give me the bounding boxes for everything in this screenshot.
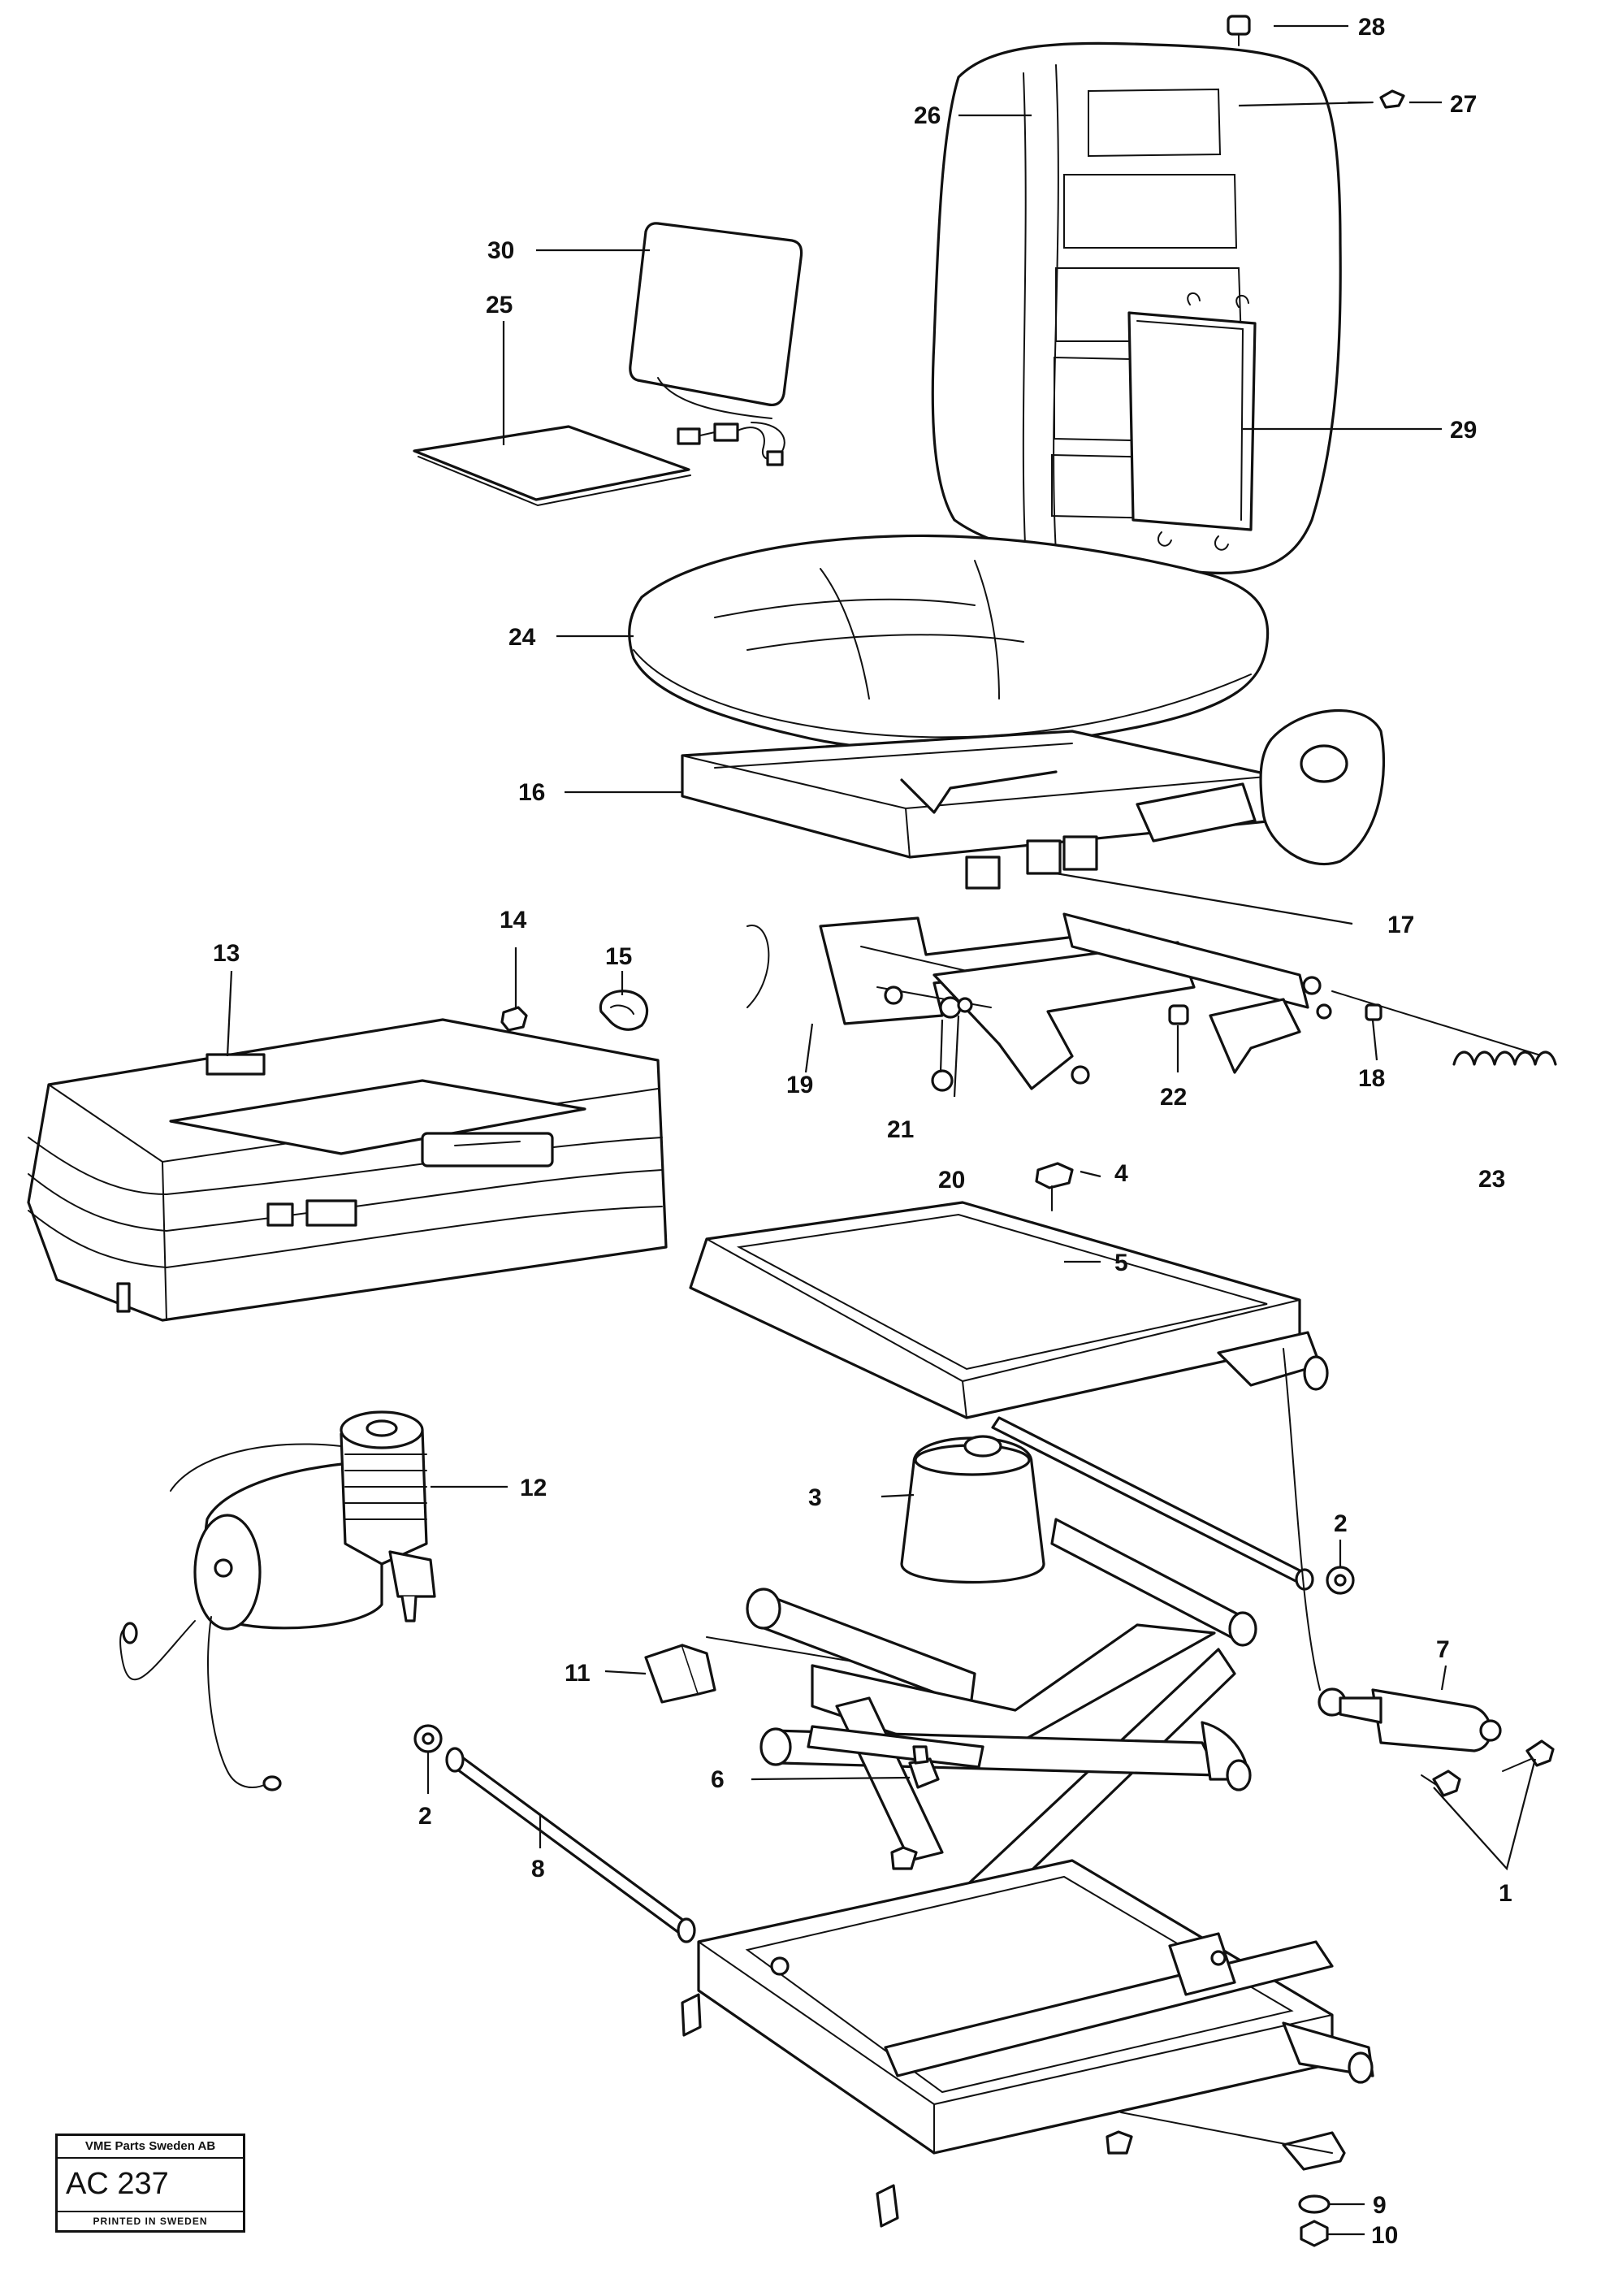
callout-30: 30 xyxy=(487,237,514,264)
adjustment-mechanism-part xyxy=(746,912,1557,1092)
callout-7: 7 xyxy=(1436,1636,1450,1663)
fitting-6-part xyxy=(908,1745,940,1789)
plate-code: AC 237 xyxy=(66,2167,169,2201)
callout-11: 11 xyxy=(565,1660,591,1687)
callout-labels: 28 26 27 30 25 29 24 16 17 13 14 15 19 2… xyxy=(213,14,1512,2249)
callout-16: 16 xyxy=(518,779,545,806)
lumbar-insert-part xyxy=(1127,292,1257,551)
callout-23: 23 xyxy=(1478,1166,1505,1193)
callout-1: 1 xyxy=(1499,1880,1512,1907)
compressor-part xyxy=(119,1410,436,1791)
bracket-11-part xyxy=(644,1636,902,1704)
callout-20: 20 xyxy=(938,1167,965,1193)
callout-25: 25 xyxy=(486,292,513,318)
callout-2-right: 2 xyxy=(1334,1510,1348,1537)
top-knob-part xyxy=(1227,15,1251,46)
heating-pad-part xyxy=(413,422,784,507)
callout-22: 22 xyxy=(1160,1084,1187,1111)
callout-6: 6 xyxy=(711,1766,725,1793)
headrest-panel-part xyxy=(629,222,803,456)
seat-frame-part xyxy=(681,708,1386,890)
callout-5: 5 xyxy=(1114,1250,1128,1276)
base-frame-part xyxy=(681,1846,1374,2228)
callout-8: 8 xyxy=(531,1856,545,1882)
shock-absorber-part xyxy=(1283,1348,1502,1752)
callout-28: 28 xyxy=(1358,14,1385,41)
screw-14-part xyxy=(500,1006,528,1032)
callout-19: 19 xyxy=(786,1072,813,1098)
bolt-4-part xyxy=(1035,1162,1074,1211)
rod-8-part xyxy=(445,1747,696,1943)
leader-lines xyxy=(226,24,1537,2236)
callout-2-left: 2 xyxy=(418,1803,432,1830)
callout-27: 27 xyxy=(1450,91,1477,118)
clip-part xyxy=(1348,89,1405,109)
callout-24: 24 xyxy=(508,624,536,651)
plate-company: VME Parts Sweden AB xyxy=(58,2136,243,2159)
callout-3: 3 xyxy=(808,1484,822,1511)
bellows-cover-part xyxy=(27,1018,668,1322)
clamp-15-part xyxy=(599,990,649,1031)
rod-right-part xyxy=(991,1416,1314,1591)
seat-cushion-part xyxy=(628,534,1270,752)
callout-15: 15 xyxy=(605,943,632,970)
nut-2-left-part xyxy=(413,1724,443,1753)
callout-26: 26 xyxy=(914,102,941,129)
callout-21: 21 xyxy=(887,1116,914,1143)
air-spring-part xyxy=(900,1435,1045,1584)
callout-14: 14 xyxy=(500,907,527,934)
bracket-9-part xyxy=(1120,2112,1346,2214)
bolts-1-part xyxy=(1421,1739,1555,1797)
callout-29: 29 xyxy=(1450,417,1477,444)
nut-10-part xyxy=(1300,2220,1329,2247)
callout-4: 4 xyxy=(1114,1160,1128,1187)
upper-frame-part xyxy=(689,1201,1329,1419)
callout-9: 9 xyxy=(1373,2192,1387,2219)
callout-13: 13 xyxy=(213,940,240,967)
plate-footer: PRINTED IN SWEDEN xyxy=(58,2211,243,2230)
callout-18: 18 xyxy=(1358,1065,1385,1092)
callout-12: 12 xyxy=(520,1475,547,1501)
nut-2-right-part xyxy=(1326,1566,1355,1595)
callout-10: 10 xyxy=(1371,2222,1398,2249)
scissor-assembly-part xyxy=(746,1518,1257,1926)
callout-17: 17 xyxy=(1387,912,1414,938)
id-plate: VME Parts Sweden AB AC 237 PRINTED IN SW… xyxy=(55,2134,245,2233)
